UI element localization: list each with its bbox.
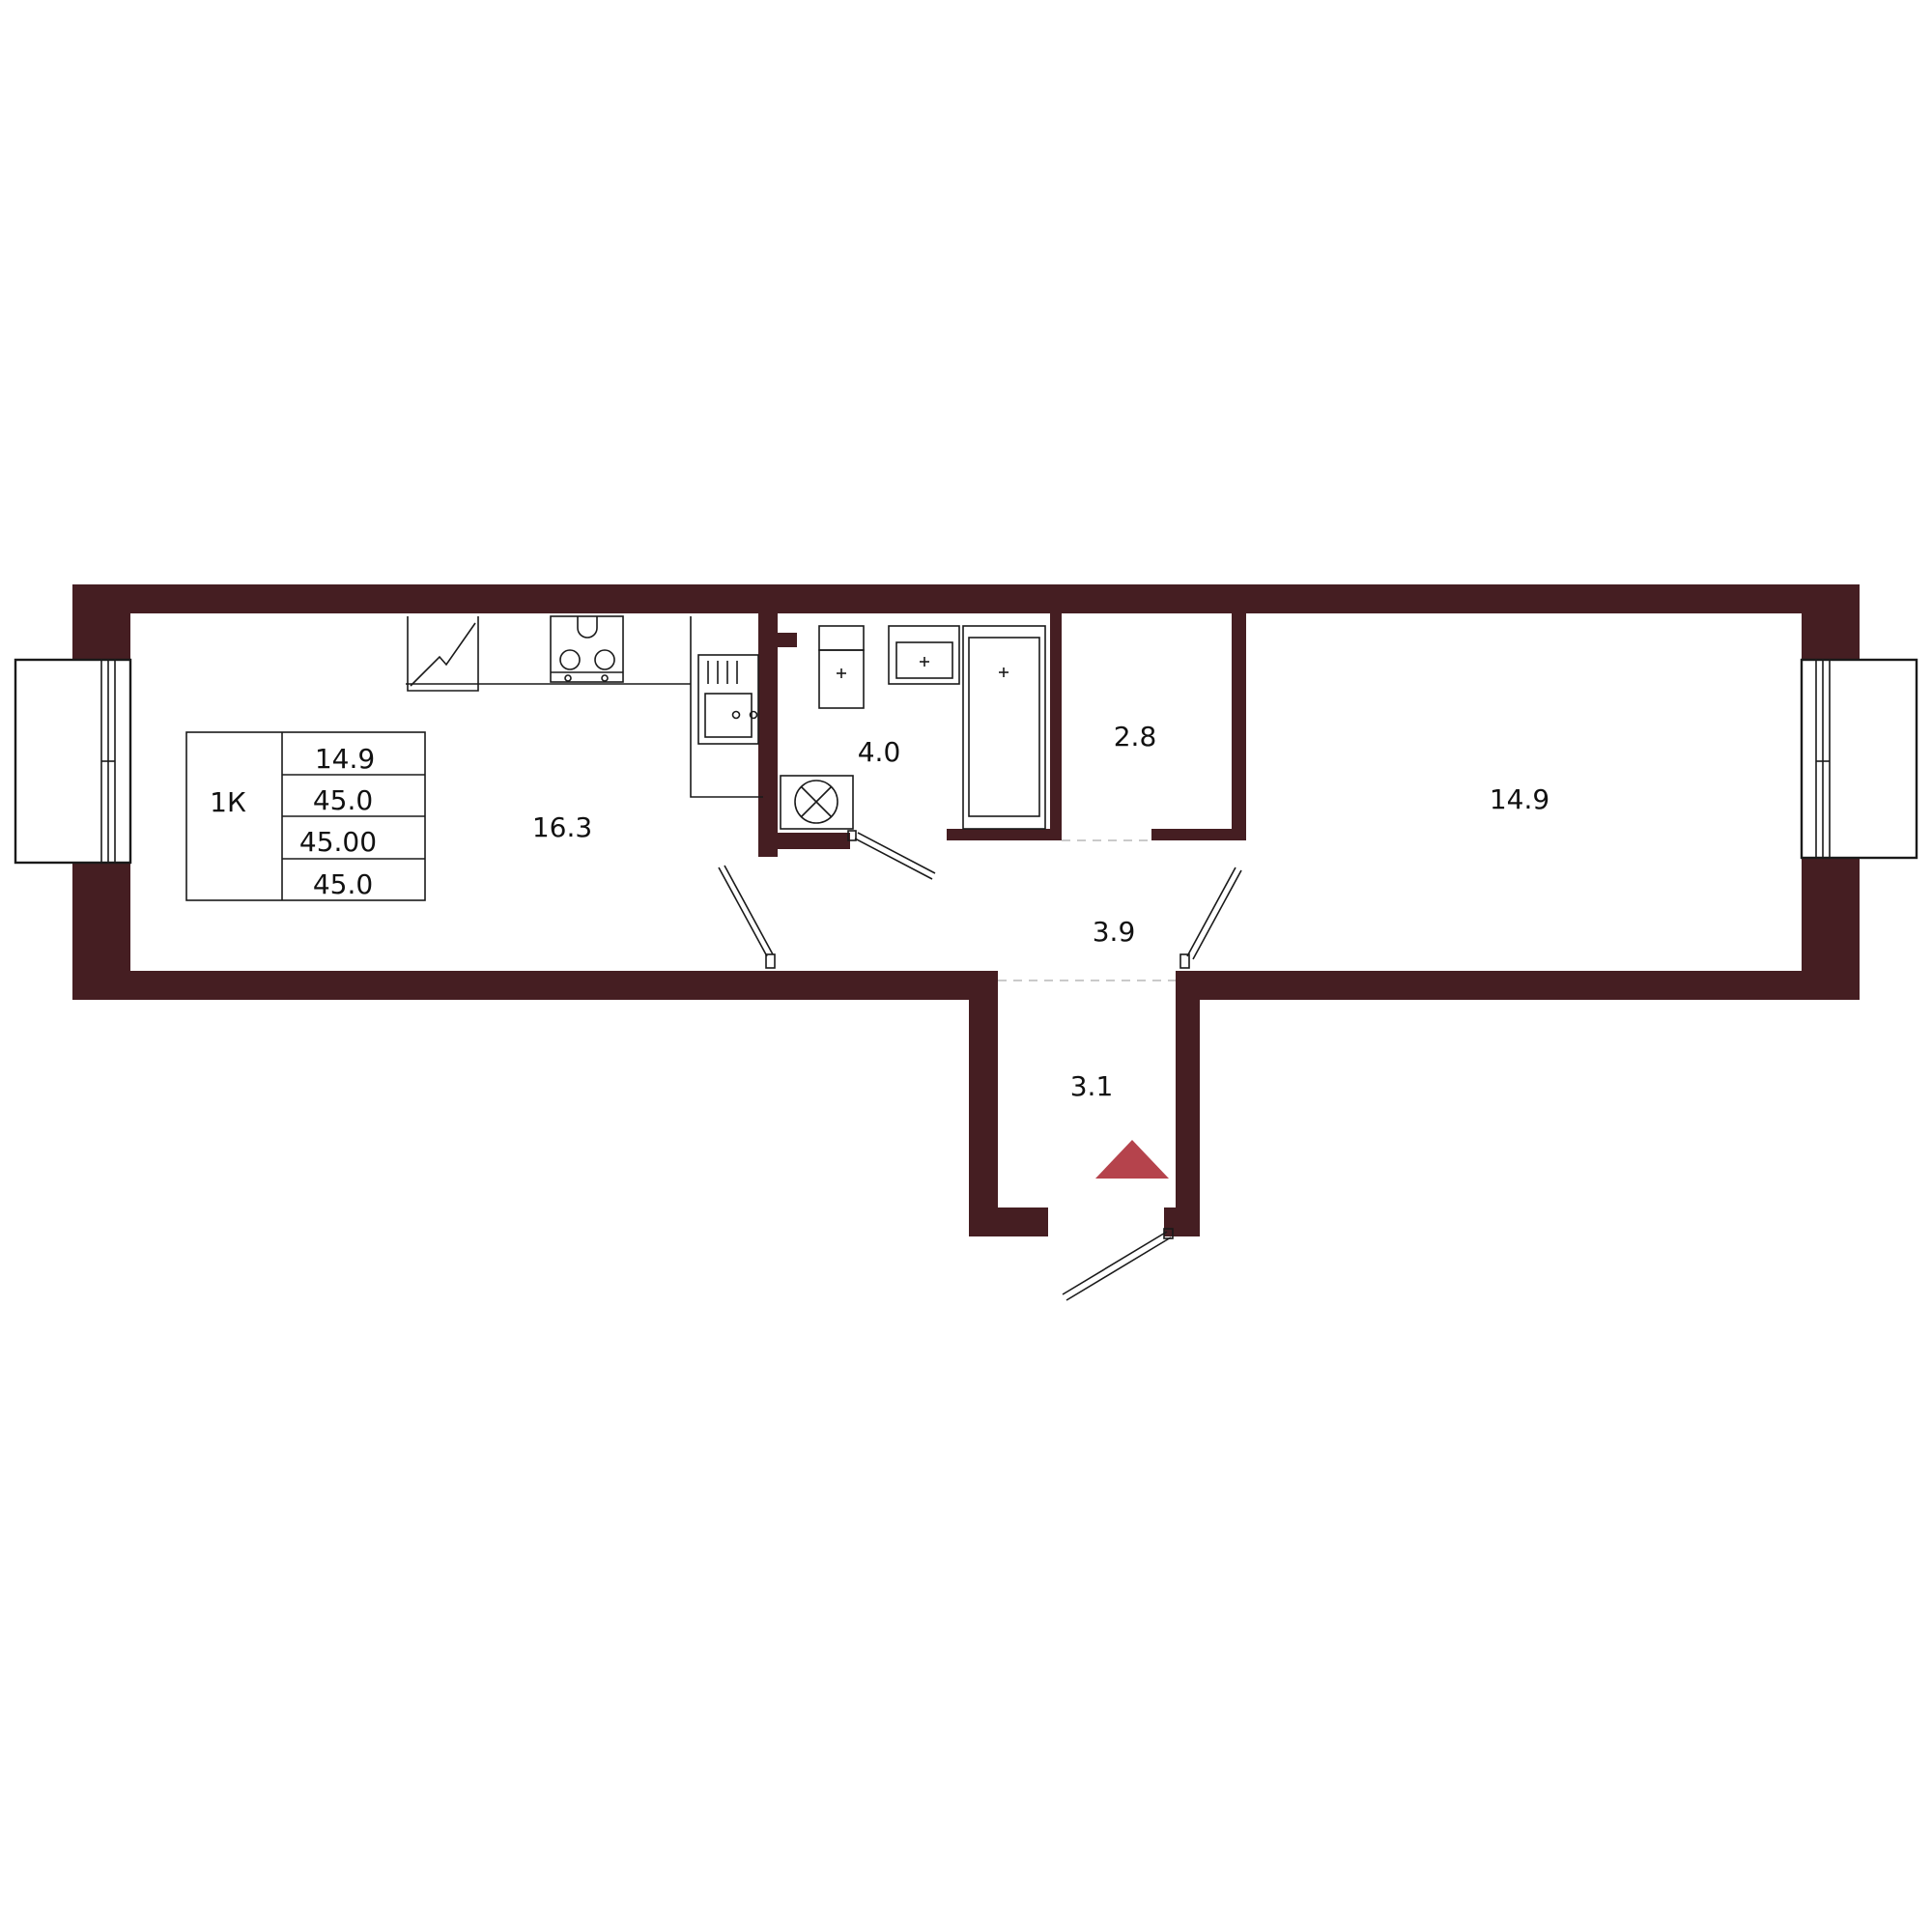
- room-area-storage: 2.8: [1114, 721, 1157, 753]
- kitchen-counter: [406, 616, 763, 798]
- toilet-icon: [818, 625, 865, 709]
- summary-value: 45.0: [313, 868, 373, 900]
- window-icon: [1800, 658, 1918, 860]
- washing-machine-icon: [780, 775, 854, 830]
- room-area-kitchen-living: 16.3: [532, 811, 592, 843]
- entrance-arrow-icon: [1095, 1140, 1169, 1179]
- door-icon: [718, 865, 776, 969]
- room-area-bathroom: 4.0: [858, 736, 901, 768]
- sink-icon: [697, 654, 759, 745]
- summary-value: 14.9: [315, 743, 375, 775]
- washbasin-icon: [888, 625, 960, 685]
- door-icon: [1179, 867, 1242, 969]
- bathtub-icon: [962, 625, 1046, 830]
- summary-value: 45.0: [313, 784, 373, 816]
- window-icon: [14, 658, 132, 865]
- door-icon: [847, 830, 936, 880]
- walls: [72, 584, 1860, 1236]
- room-area-hallway: 3.9: [1093, 916, 1136, 948]
- room-area-entrance-vestibule: 3.1: [1070, 1070, 1114, 1102]
- door-icon: [1062, 1228, 1174, 1301]
- summary-table: 1К 14.9 45.0 45.00 45.0: [185, 731, 426, 901]
- apartment-type: 1К: [210, 786, 246, 818]
- stove-icon: [550, 615, 624, 683]
- summary-value: 45.00: [299, 826, 377, 858]
- room-area-bedroom: 14.9: [1490, 783, 1549, 815]
- range-hood-icon: [407, 616, 479, 692]
